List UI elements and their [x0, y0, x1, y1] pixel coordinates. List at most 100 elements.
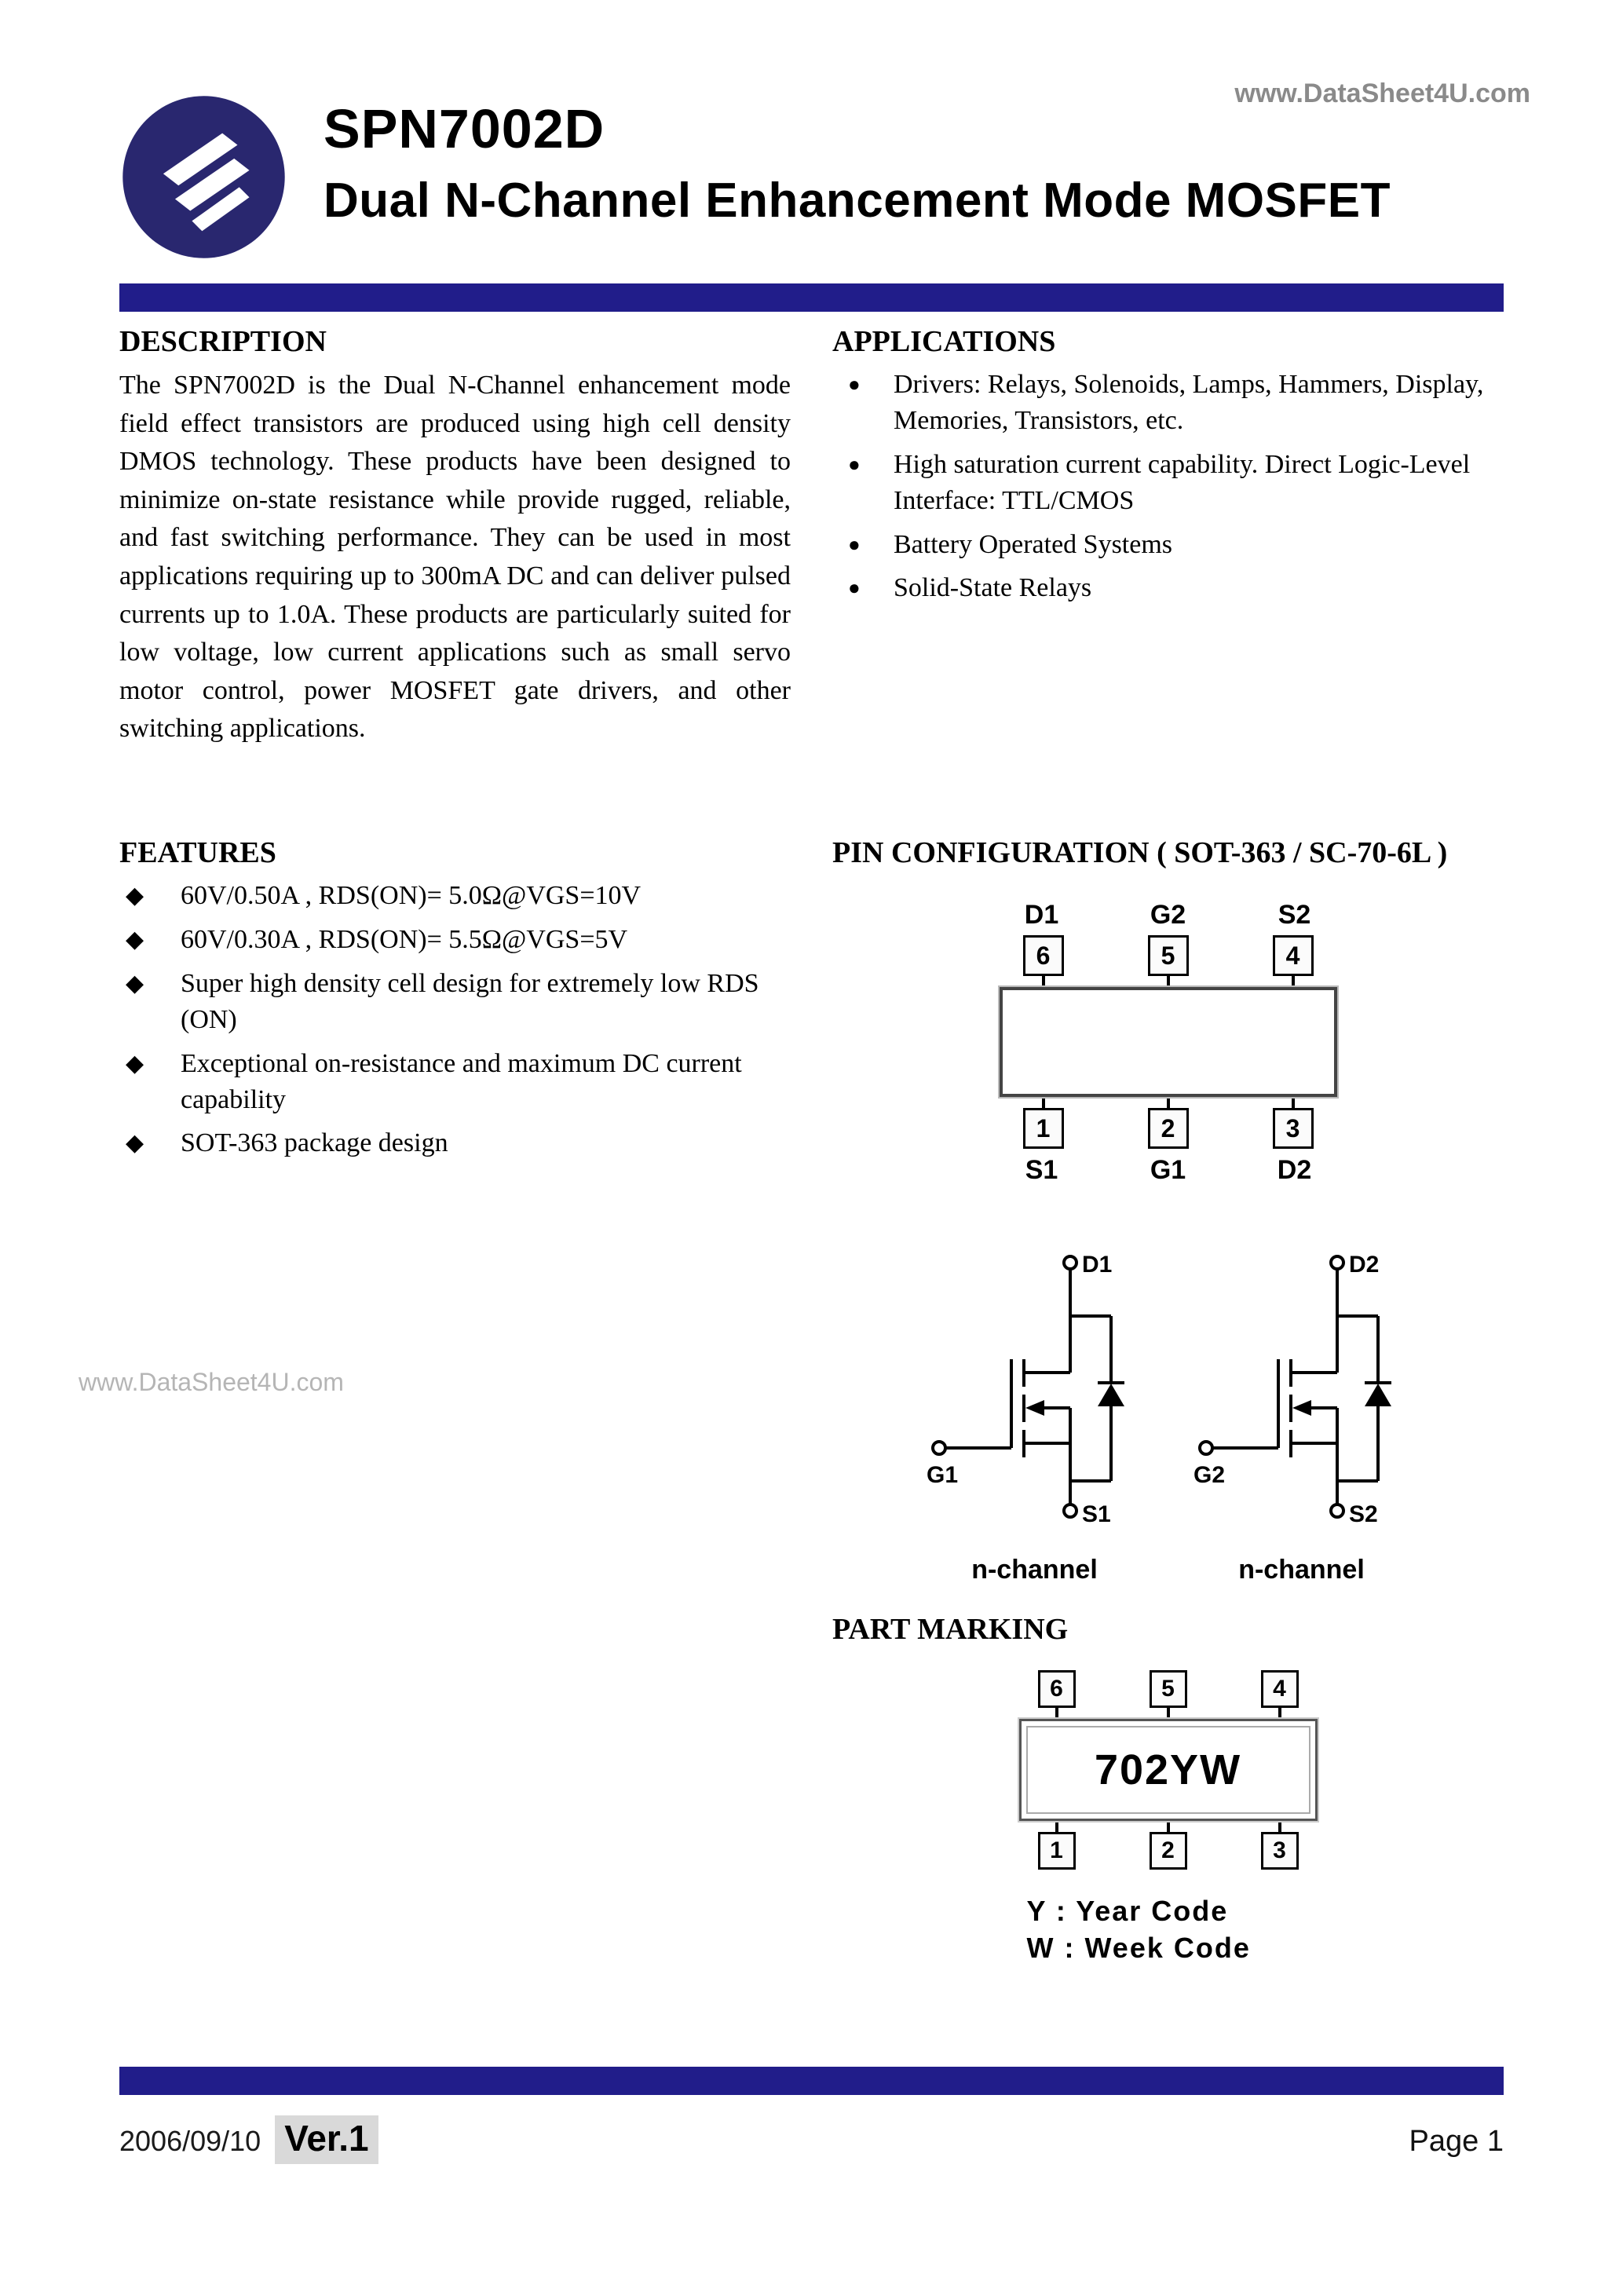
- source-label: S2: [1349, 1501, 1378, 1527]
- pin-label: S1: [1025, 1155, 1058, 1186]
- marking-package-body: 702YW: [1017, 1717, 1319, 1823]
- package-pinout-diagram: D1 G2 S2 6 5 4: [997, 900, 1339, 1186]
- pin-lead: [1055, 1821, 1058, 1833]
- pin-lead: [1166, 1821, 1170, 1833]
- list-item: Super high density cell design for extre…: [119, 966, 791, 1038]
- page-subtitle: Dual N-Channel Enhancement Mode MOSFET: [324, 174, 1391, 228]
- pin-label: S2: [1278, 900, 1311, 930]
- pin: 6: [1037, 1670, 1076, 1720]
- bullet-icon: [832, 367, 894, 398]
- list-item: Exceptional on-resistance and maximum DC…: [119, 1046, 791, 1118]
- pin-number: 6: [1022, 935, 1064, 977]
- description-heading: DESCRIPTION: [119, 325, 327, 358]
- bullet-icon: [832, 447, 894, 478]
- bullet-icon: [832, 527, 894, 558]
- schematic-caption: n-channel: [1238, 1555, 1365, 1585]
- applications-heading: APPLICATIONS: [832, 325, 1056, 358]
- application-item-text: Solid-State Relays: [894, 573, 1092, 603]
- marking-notes: Y : Year Code W : Week Code: [1019, 1893, 1318, 1967]
- pin: 4: [1260, 1670, 1299, 1720]
- top-columns: DESCRIPTION The SPN7002D is the Dual N-C…: [119, 312, 1504, 748]
- pin-label: G2: [1150, 900, 1186, 930]
- diamond-bullet-icon: [119, 922, 181, 956]
- feature-item-text: 60V/0.30A , RDS(ON)= 5.5Ω@VGS=5V: [181, 924, 628, 954]
- diamond-bullet-icon: [119, 966, 181, 1000]
- pin-number: 5: [1149, 1670, 1187, 1709]
- source-label: S1: [1082, 1501, 1111, 1527]
- features-section: FEATURES 60V/0.50A , RDS(ON)= 5.0Ω@VGS=1…: [119, 823, 791, 1169]
- pin-lead: [1291, 976, 1295, 988]
- pin-configuration-section: PIN CONFIGURATION ( SOT-363 / SC-70-6L )…: [832, 823, 1504, 1967]
- pin-label: D2: [1277, 1155, 1312, 1186]
- list-item: 60V/0.50A , RDS(ON)= 5.0Ω@VGS=10V: [119, 878, 791, 914]
- mosfet-symbol-1: D1 G1 S1 n-channel: [925, 1222, 1145, 1585]
- gate-label: G1: [927, 1462, 958, 1488]
- diamond-bullet-icon: [119, 1046, 181, 1080]
- description-section: DESCRIPTION The SPN7002D is the Dual N-C…: [119, 312, 791, 748]
- revision-date: 2006/09/10: [119, 2125, 261, 2157]
- pin: 1: [1022, 1097, 1064, 1150]
- drain-label: D1: [1082, 1252, 1112, 1278]
- pin-number: 2: [1147, 1108, 1189, 1150]
- application-item-text: Drivers: Relays, Solenoids, Lamps, Hamme…: [894, 370, 1484, 435]
- pin-lead: [1166, 1708, 1170, 1720]
- list-item: High saturation current capability. Dire…: [832, 447, 1504, 519]
- pin-lead: [1278, 1708, 1281, 1720]
- header: SPN7002D Dual N-Channel Enhancement Mode…: [119, 0, 1504, 261]
- schematic-caption: n-channel: [971, 1555, 1098, 1585]
- logo-icon: [122, 96, 285, 258]
- title-block: SPN7002D Dual N-Channel Enhancement Mode…: [324, 93, 1391, 229]
- bullet-icon: [832, 570, 894, 601]
- applications-section: APPLICATIONS Drivers: Relays, Solenoids,…: [832, 312, 1504, 614]
- pin-number: 6: [1037, 1670, 1076, 1709]
- description-body: The SPN7002D is the Dual N-Channel enhan…: [119, 371, 791, 744]
- application-item-text: High saturation current capability. Dire…: [894, 449, 1471, 515]
- package-body: [997, 985, 1339, 1099]
- pin: 5: [1149, 1670, 1187, 1720]
- year-code-note: Y : Year Code: [1026, 1895, 1229, 1928]
- pin-number: 4: [1272, 935, 1314, 977]
- pin-number: 4: [1260, 1670, 1299, 1709]
- pin: 1: [1037, 1821, 1076, 1870]
- mosfet-schematics: D1 G1 S1 n-channel: [832, 1222, 1504, 1585]
- watermark-mid: www.DataSheet4U.com: [79, 1368, 344, 1396]
- page-number: Page 1: [1409, 2125, 1504, 2158]
- applications-list: Drivers: Relays, Solenoids, Lamps, Hamme…: [832, 367, 1504, 606]
- pin-lead: [1278, 1821, 1281, 1833]
- watermark-top: www.DataSheet4U.com: [1234, 79, 1530, 108]
- pin-lead: [1291, 1097, 1295, 1109]
- n-channel-mosfet-icon: D1 G1 S1: [927, 1252, 1124, 1527]
- list-item: Drivers: Relays, Solenoids, Lamps, Hamme…: [832, 367, 1504, 439]
- pin-label: D1: [1024, 900, 1059, 930]
- n-channel-mosfet-icon: D2 G2 S2: [1193, 1252, 1391, 1527]
- pinout-bottom-labels: S1 G1 D2: [1000, 1155, 1337, 1186]
- pin: 4: [1272, 935, 1314, 988]
- feature-item-text: Exceptional on-resistance and maximum DC…: [181, 1048, 742, 1114]
- drain-label: D2: [1349, 1252, 1379, 1278]
- feature-item-text: SOT-363 package design: [181, 1128, 448, 1158]
- marking-code: 702YW: [1025, 1726, 1310, 1815]
- company-logo: [119, 93, 288, 261]
- part-number-title: SPN7002D: [324, 98, 605, 159]
- pin-number: 5: [1147, 935, 1189, 977]
- pinout-top-pins: 6 5 4: [1000, 935, 1337, 988]
- pin-configuration-heading: PIN CONFIGURATION ( SOT-363 / SC-70-6L ): [832, 836, 1448, 870]
- pin: 3: [1260, 1821, 1299, 1870]
- marking-bottom-pins: 1 2 3: [1019, 1821, 1318, 1870]
- part-marking-diagram: 6 5 4 702YW: [1017, 1670, 1319, 1967]
- list-item: SOT-363 package design: [119, 1125, 791, 1161]
- pin-lead: [1041, 1097, 1045, 1109]
- features-list: 60V/0.50A , RDS(ON)= 5.0Ω@VGS=10V 60V/0.…: [119, 878, 791, 1161]
- part-marking-heading: PART MARKING: [832, 1613, 1069, 1647]
- pin: 6: [1022, 935, 1064, 988]
- feature-item-text: Super high density cell design for extre…: [181, 968, 759, 1034]
- pin-number: 3: [1260, 1832, 1299, 1870]
- footer-rule: [119, 2067, 1504, 2095]
- feature-item-text: 60V/0.50A , RDS(ON)= 5.0Ω@VGS=10V: [181, 881, 642, 911]
- pin-lead: [1166, 976, 1170, 988]
- diamond-bullet-icon: [119, 1125, 181, 1160]
- pin: 2: [1147, 1097, 1189, 1150]
- header-rule: [119, 283, 1504, 312]
- pin-lead: [1055, 1708, 1058, 1720]
